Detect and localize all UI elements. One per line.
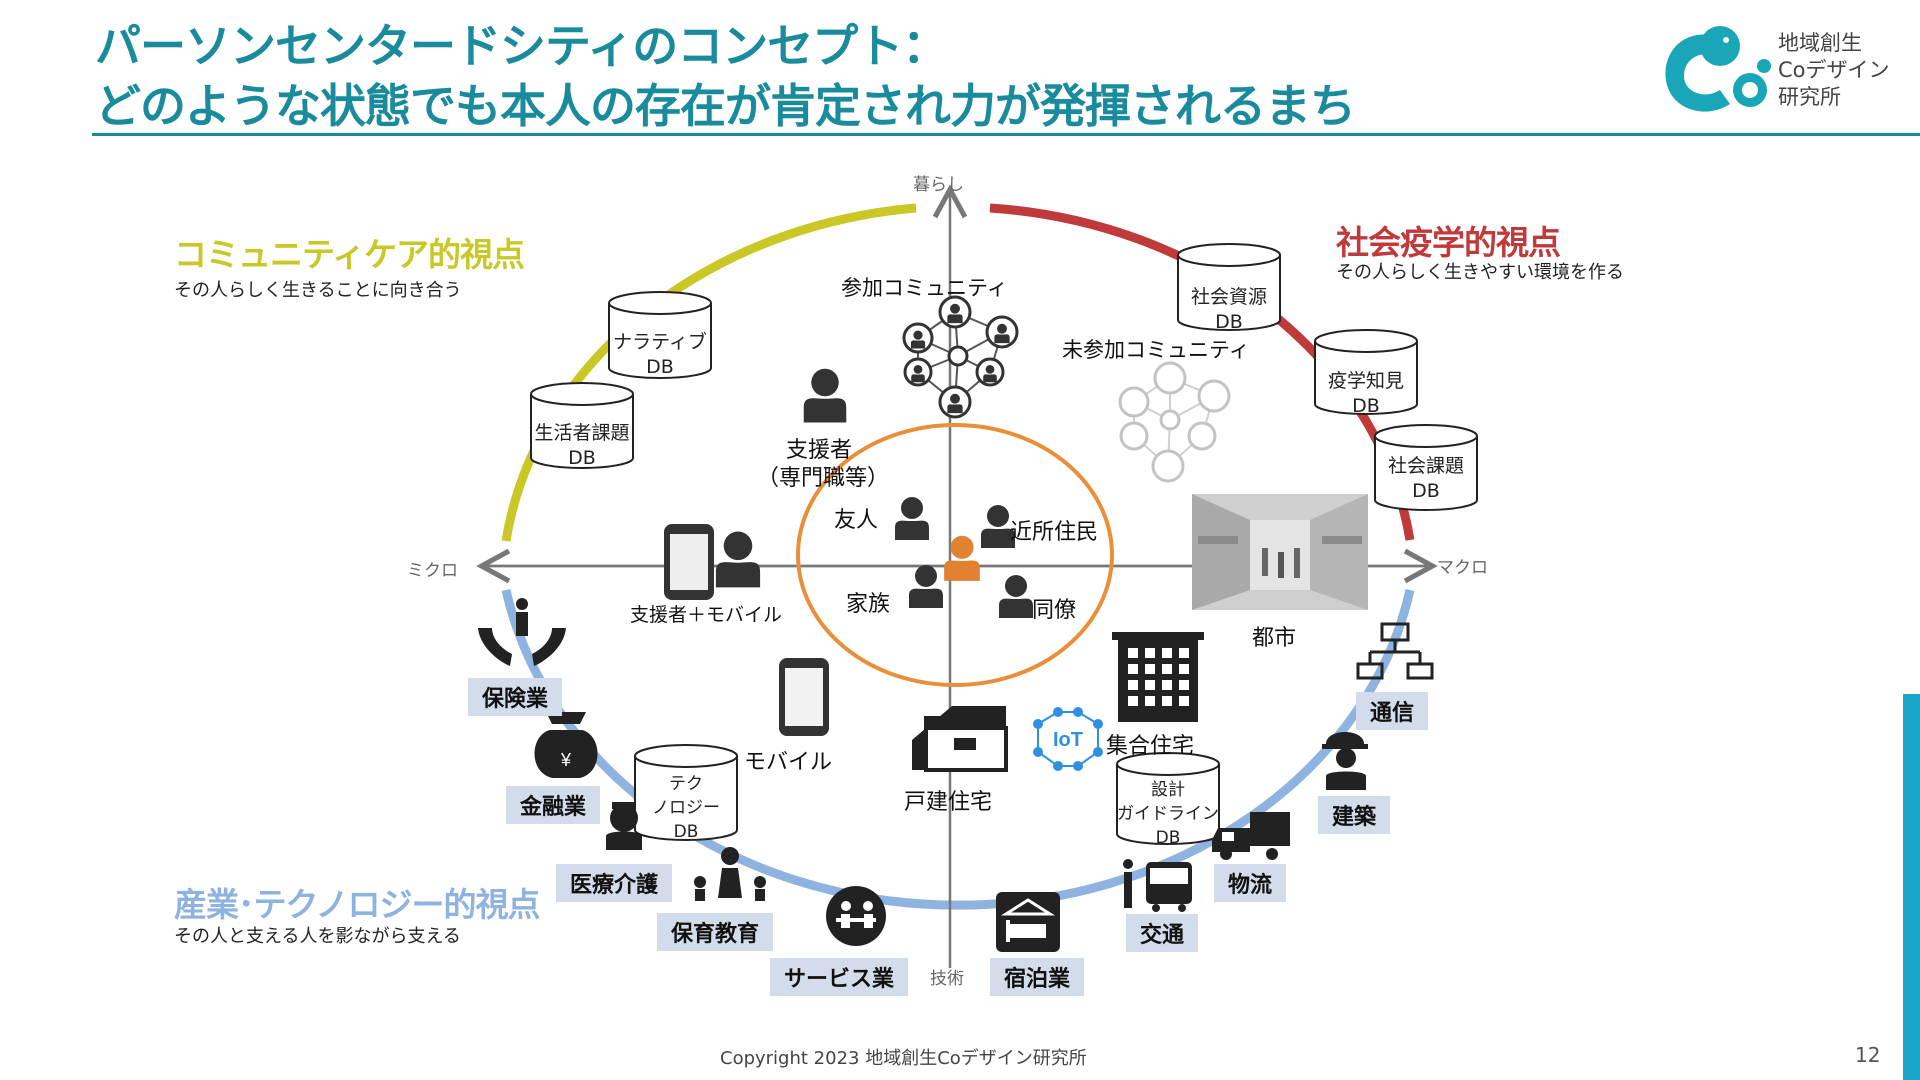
logo-text: 地域創生 Coデザイン 研究所 [1778,30,1890,111]
social-issues-db-icon [1374,436,1478,511]
industry-childcare-edu: 保育教育 [657,913,774,951]
iot-label: IoT [1053,729,1083,751]
life-issues-db-icon [530,394,634,469]
copyright: Copyright 2023 地域創生Coデザイン研究所 [720,1048,1087,1069]
community-care-title: コミュニティケア的視点 [174,235,525,274]
colleague-label: 同僚 [1032,598,1077,623]
colleague-icon [999,575,1033,618]
family-icon [909,565,943,608]
industry-communication: 通信 [1356,692,1429,730]
construction-icon [1322,732,1368,790]
iot-icon: IoT [1033,707,1103,771]
non-participating-community-label: 未参加コミュニティ [1062,338,1250,362]
city-image [1192,494,1368,610]
title-underline [92,133,1920,136]
city-label: 都市 [1252,626,1297,651]
community-care-subtitle: その人らしく生きることに向き合う [174,280,462,301]
page-title: パーソンセンタードシティのコンセプト： どのような状態でも本人の存在が肯定され力… [95,16,1356,136]
industry-tech-subtitle: その人と支える人を影ながら支える [174,926,461,947]
title-line-2: どのような状態でも本人の存在が肯定され力が発揮されるまち [95,79,1356,133]
supporter-label-1: 支援者 [786,438,853,463]
industry-medical-care: 医療介護 [556,864,673,902]
logistics-icon [1212,812,1290,860]
logo-mark [1665,26,1771,112]
service-icon [826,886,886,946]
title-line-1: パーソンセンタードシティのコンセプト： [95,19,948,73]
industry-insurance: 保険業 [468,678,563,716]
axis-left-label: ミクロ [407,561,458,581]
mobile-icon [779,658,829,736]
childcare-edu-icon [694,847,766,901]
supporter-label-2: （専門職等） [757,466,890,491]
medical-care-icon [606,802,642,850]
supporter-icon [803,368,847,423]
detached-house-label: 戸建住宅 [904,790,993,815]
social-epi-subtitle: その人らしく生きやすい環境を作る [1336,262,1624,283]
logo-line-1: 地域創生 [1778,31,1862,55]
supporter-mobile-label: 支援者＋モバイル [630,604,783,626]
industry-transport: 交通 [1126,914,1199,952]
supporter-mobile-icon [664,524,761,600]
industry-service: サービス業 [770,958,909,996]
friend-icon [895,497,929,540]
epi-knowledge-db-icon [1314,341,1418,415]
friend-label: 友人 [834,508,879,533]
non-participating-community-icon [1118,361,1231,483]
center-ring [796,423,1114,687]
axis-bottom-label: 技術 [930,969,964,989]
communication-icon [1356,622,1434,680]
participating-community-label: 参加コミュニティ [841,276,1008,300]
social-resources-db-icon [1177,255,1281,331]
industry-logistics: 物流 [1214,864,1287,902]
apartment-label: 集合住宅 [1106,734,1195,759]
axis-top-label: 暮らし [913,175,964,195]
page-number: 12 [1855,1043,1881,1067]
neighbor-label: 近所住民 [1010,520,1099,545]
industry-construction: 建築 [1318,796,1391,834]
detached-house-icon [912,706,1008,772]
finance-icon: ¥ [534,712,598,778]
side-accent-bar [1903,694,1920,1080]
social-epi-title: 社会疫学的視点 [1336,223,1561,262]
industry-lodging: 宿泊業 [990,958,1085,996]
logo-line-2: Coデザイン [1778,58,1890,82]
svg-text:¥: ¥ [560,750,572,770]
industry-finance: 金融業 [506,786,601,824]
axis-right-label: マクロ [1437,558,1488,578]
industry-tech-title: 産業･テクノロジー的視点 [174,885,541,924]
mobile-label: モバイル [744,750,833,775]
transport-icon [1123,859,1192,912]
apartment-icon [1112,632,1204,722]
lodging-icon [996,892,1060,952]
insurance-icon [478,598,566,666]
family-label: 家族 [846,592,891,617]
logo-line-3: 研究所 [1778,85,1841,109]
narrative-db-icon [608,303,712,379]
